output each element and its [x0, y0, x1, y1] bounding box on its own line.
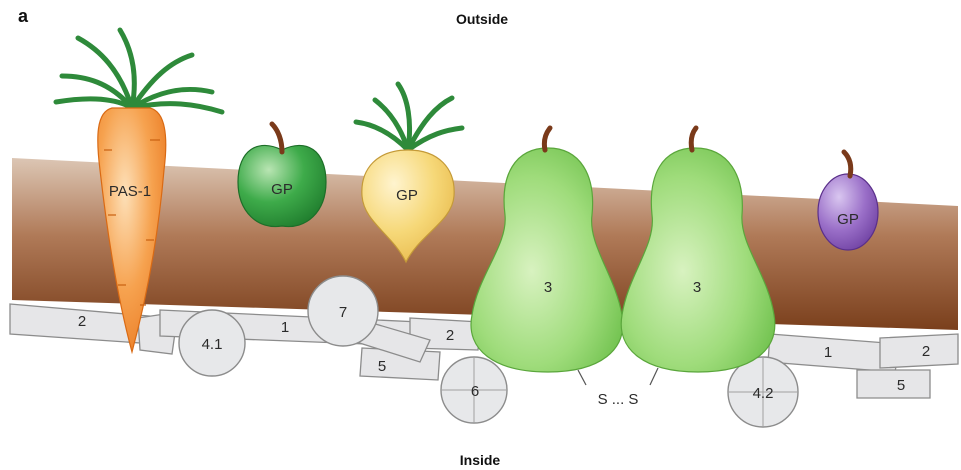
- spectrin-1-left-label: 1: [281, 319, 289, 336]
- spectrin-2-right-label: 2: [922, 343, 930, 360]
- gp-plum: [818, 152, 878, 250]
- turnip-leaves-icon: [356, 84, 462, 150]
- band3-left-label: 3: [544, 279, 552, 296]
- gp-plum-label: GP: [837, 211, 859, 228]
- panel-label: a: [18, 6, 29, 26]
- spectrin-2-mid-label: 2: [446, 327, 454, 344]
- protein-6-label: 6: [471, 383, 479, 400]
- outside-label: Outside: [456, 11, 508, 27]
- spectrin-1-right-label: 1: [824, 344, 832, 361]
- protein-7-label: 7: [339, 304, 347, 321]
- protein-4-2-label: 4.2: [753, 385, 774, 402]
- protein-4-1-label: 4.1: [202, 336, 223, 353]
- spectrin-2-left-label: 2: [78, 313, 86, 330]
- spectrin-5-right-label: 5: [897, 377, 905, 394]
- pas1-label: PAS-1: [109, 183, 151, 200]
- inside-label: Inside: [460, 452, 501, 468]
- spectrin-5-left-label: 5: [378, 358, 386, 375]
- disulfide-label: S ... S: [598, 391, 639, 408]
- gp-apple-label: GP: [271, 181, 293, 198]
- band3-right-label: 3: [693, 279, 701, 296]
- spectrin-bar-5-right: [857, 370, 930, 398]
- gp-apple: [238, 124, 326, 227]
- spectrin-bar-2-right: [880, 334, 958, 368]
- disulfide-line-right: [650, 368, 658, 385]
- gp-turnip-label: GP: [396, 187, 418, 204]
- carrot-leaves-icon: [56, 30, 222, 112]
- disulfide-line-left: [578, 370, 586, 385]
